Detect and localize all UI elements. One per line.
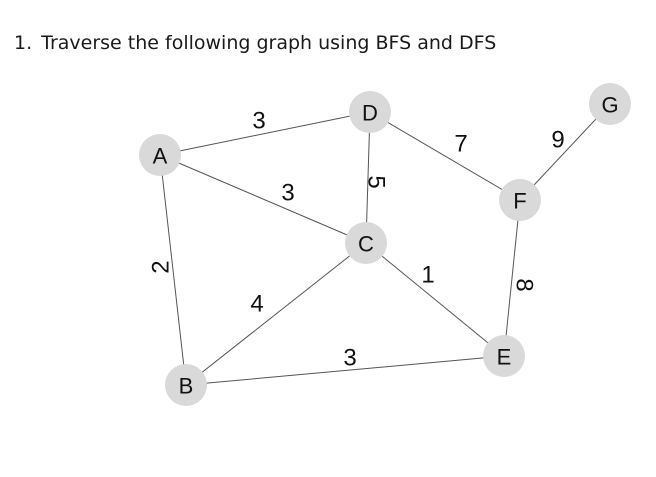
edge-a-c [159,154,367,244]
node-label: E [497,345,512,370]
edge-weight-b-e: 3 [343,345,356,372]
question-heading: 1. Traverse the following graph using BFS… [14,32,496,54]
edge-weight-b-c: 4 [250,291,263,318]
node-label: D [362,101,378,126]
node-label: B [179,374,194,399]
edge-b-e [185,355,505,386]
graph-nodes: A B C D E F G [139,83,631,406]
edge-weight-a-b: 2 [148,260,175,273]
node-circle [165,364,207,406]
edge-weights: 3 3 2 5 7 9 1 8 4 3 [148,108,565,372]
node-g: G [589,83,631,125]
edge-weight-a-d: 3 [252,108,265,135]
node-d: D [349,91,391,133]
node-circle [139,134,181,176]
node-circle [483,335,525,377]
node-label: C [358,232,374,257]
edge-weight-f-g: 9 [551,127,564,154]
edge-weight-c-e: 1 [421,262,434,289]
node-label: F [513,189,526,214]
graph-edges [159,103,611,386]
node-circle [345,222,387,264]
edge-f-g [519,103,611,201]
edge-b-c [185,242,367,386]
node-b: B [165,364,207,406]
node-e: E [483,335,525,377]
edge-a-d [159,111,371,156]
edge-weight-d-f: 7 [454,131,467,158]
node-label: A [153,144,168,169]
edge-d-f [369,111,521,201]
question-number: 1. [14,32,33,54]
question-text: Traverse the following graph using BFS a… [41,32,497,54]
edge-weight-f-e: 8 [511,278,538,291]
edge-d-c [365,111,371,244]
edge-f-e [503,199,521,357]
node-label: G [601,93,618,118]
node-circle [589,83,631,125]
node-circle [499,179,541,221]
node-a: A [139,134,181,176]
node-f: F [499,179,541,221]
edge-c-e [365,242,505,357]
node-circle [349,91,391,133]
edge-weight-d-c: 5 [363,175,390,188]
edge-a-b [159,154,187,386]
edge-weight-a-c: 3 [281,180,294,207]
node-c: C [345,222,387,264]
